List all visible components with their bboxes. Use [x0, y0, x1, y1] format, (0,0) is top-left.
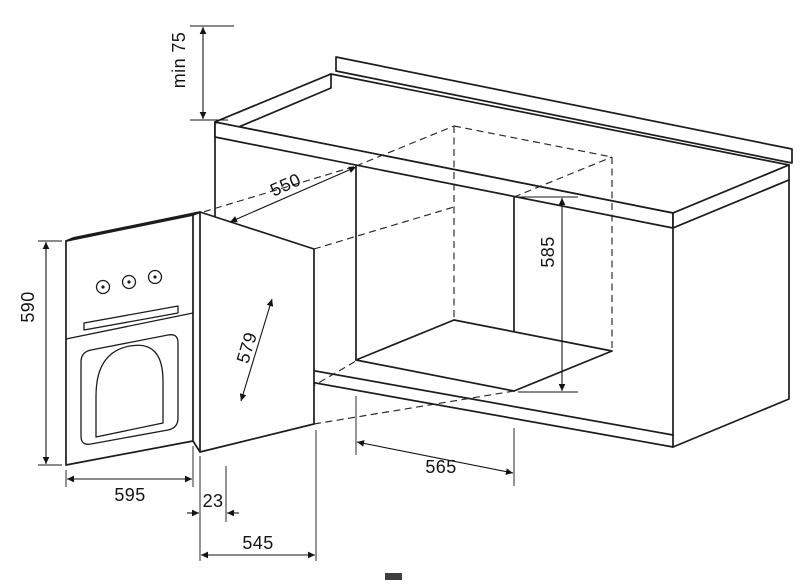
- insertion-guide-top-back: [313, 206, 455, 250]
- oven-door-bottom-edge: [192, 440, 201, 453]
- niche-back-top-hidden-edge: [453, 125, 613, 158]
- dimension-min-clearance: min 75: [169, 25, 234, 121]
- dimension-label-oven-body-depth: 545: [242, 533, 273, 553]
- niche-ceiling-left-hidden-edge: [355, 125, 455, 167]
- dimension-oven-width: 595: [65, 446, 194, 505]
- dimension-door-protrusion: 23: [187, 456, 239, 561]
- dimension-line: [239, 298, 274, 402]
- dimension-niche-height: 585: [518, 196, 578, 393]
- cabinet-right-panel: [672, 179, 790, 448]
- oven-door-handle: [83, 305, 179, 331]
- oven-door-window-arch: [95, 344, 164, 438]
- dimension-niche-width: 565: [355, 396, 515, 486]
- insertion-guide-bottom-back: [313, 390, 515, 425]
- niche-floor: [355, 319, 613, 392]
- dimension-line: [229, 166, 357, 223]
- niche-ceiling-right-hidden-edge: [513, 156, 613, 198]
- dimension-niche-depth: 550: [229, 166, 357, 223]
- dimension-line: [356, 440, 514, 475]
- oven-niche: [355, 165, 613, 392]
- oven-knob-dot: [153, 275, 157, 279]
- kitchen-cabinet: [214, 56, 793, 448]
- dimension-oven-body-depth: 545: [201, 430, 317, 561]
- dimension-oven-height: 590: [18, 240, 62, 466]
- dimension-label-oven-width: 595: [114, 485, 145, 505]
- insertion-guide-bottom-front: [199, 360, 357, 453]
- oven-knob-dot: [127, 280, 131, 284]
- backsplash: [335, 56, 793, 164]
- oven-door-window: [80, 334, 179, 445]
- hidden-edges: [192, 125, 613, 453]
- dimension-label-niche-depth: 550: [267, 169, 304, 200]
- dimension-label-oven-height: 590: [18, 291, 38, 322]
- dimension-label-niche-width: 565: [425, 457, 456, 477]
- built-in-oven: [65, 211, 315, 466]
- oven-door-top-edge: [65, 312, 194, 340]
- dimension-label-min-clearance: min 75: [169, 32, 189, 88]
- watermark-mark: [385, 573, 402, 580]
- dimension-label-door-protrusion: 23: [203, 491, 224, 511]
- oven-side-panel: [199, 211, 315, 453]
- dimension-label-niche-height: 585: [538, 236, 558, 267]
- oven-control-panel: [95, 269, 163, 295]
- oven-knob-dot: [101, 285, 105, 289]
